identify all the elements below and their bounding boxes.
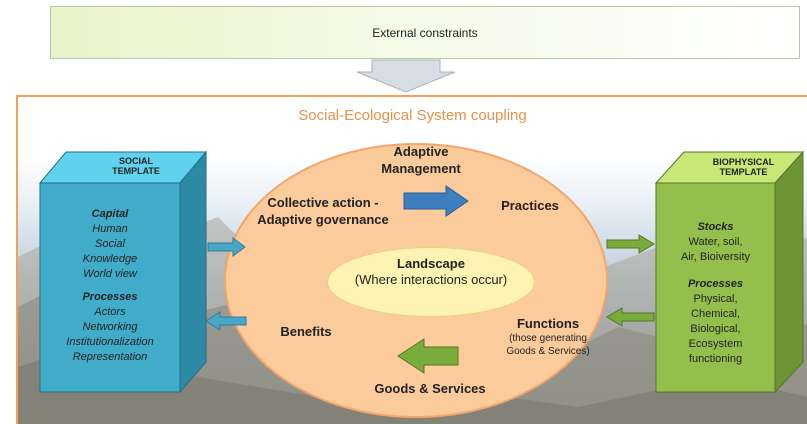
collective-to-practices-arrow [403,185,469,217]
adaptive-management-line2: Management [381,161,461,176]
social-process-item: Representation [72,351,148,363]
biophysical-process-item: Ecosystem [688,338,743,350]
social-capital-item: Social [95,238,125,250]
functions-sublabel-2: Goods & Services) [506,346,590,357]
social-capital-item: Human [92,223,128,235]
social-process-item: Actors [94,306,126,318]
biophysical-header-line2: TEMPLATE [719,167,768,177]
collective-action-line2: Adaptive governance [257,212,389,227]
social-template-header: SOCIAL TEMPLATE [66,156,206,176]
social-box-front [39,182,181,393]
biophysical-stock-item: Water, soil, [688,236,743,248]
social-capital-title: Capital [91,208,129,220]
biophysical-stocks-title: Stocks [697,221,734,233]
biophysical-processes-title: Processes [687,278,744,290]
biophysical-process-item: Chemical, [691,308,740,320]
practices-label: Practices [501,198,559,213]
landscape-label-group: Landscape (Where interactions occur) [327,256,535,288]
collective-action-line1: Collective action - [267,195,379,210]
landscape-label: Landscape [397,256,465,271]
external-constraints-label: External constraints [372,25,478,40]
social-to-ellipse-arrow [207,237,246,257]
biophysical-process-item: functioning [688,353,743,365]
biophysical-header-line1: BIOPHYSICAL [712,157,775,167]
adaptive-management-label: Adaptive Management [356,143,486,177]
functions-label: Functions [516,316,580,331]
social-processes-title: Processes [82,291,138,303]
functions-sublabel-1: (those generating [509,333,587,344]
adaptive-management-line1: Adaptive [393,144,449,159]
goods-to-benefits-arrow [397,338,459,374]
biophysical-process-item: Physical, [693,293,738,305]
social-process-item: Networking [82,321,138,333]
social-capital-item: Knowledge [82,253,138,265]
social-header-line2: TEMPLATE [112,166,160,176]
benefits-label: Benefits [280,324,332,339]
collective-action-label: Collective action - Adaptive governance [238,194,408,228]
biophysical-template-header: BIOPHYSICAL TEMPLATE [684,157,803,177]
biophysical-box-front [655,182,776,393]
ses-coupling-title: Social-Ecological System coupling [298,107,527,124]
goods-services-label: Goods & Services [374,381,486,396]
biophysical-box-side [774,150,804,394]
social-header-line1: SOCIAL [118,156,153,166]
landscape-sublabel: (Where interactions occur) [354,272,508,287]
social-template-content: Capital Human Social Knowledge World vie… [40,207,180,365]
practices-to-biophysical-arrow [606,234,655,254]
external-constraints-box: External constraints [50,6,800,59]
biophysical-process-item: Biological, [690,323,741,335]
social-capital-item: World view [83,268,137,280]
ellipse-to-social-arrow [205,311,247,331]
landscape-ellipse [327,247,535,317]
social-box-side [179,150,207,394]
functions-label-group: Functions (those generating Goods & Serv… [488,316,608,358]
biophysical-stock-item: Air, Bioiversity [680,251,751,263]
biophysical-template-content: Stocks Water, soil, Air, Bioiversity Pro… [656,220,775,367]
social-process-item: Institutionalization [66,336,154,348]
biophysical-to-functions-arrow [606,307,655,327]
